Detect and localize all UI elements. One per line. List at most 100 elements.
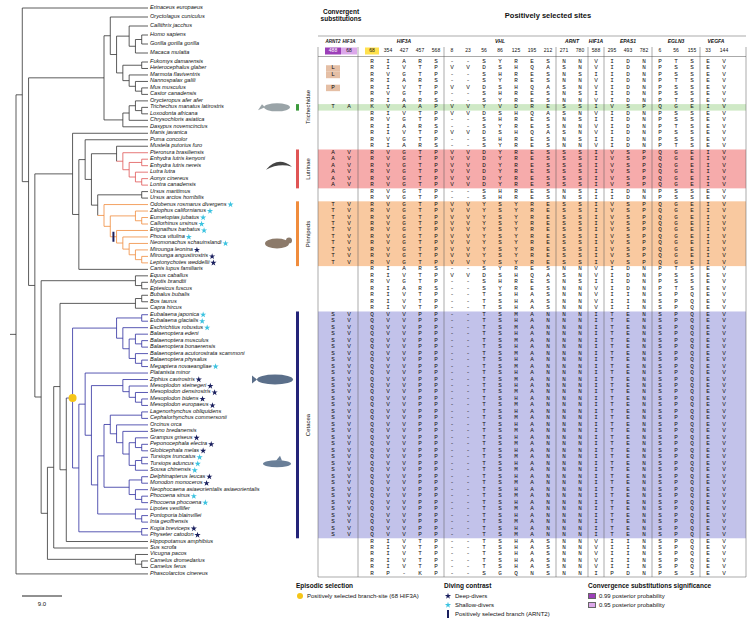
tree-branch [129, 243, 148, 244]
tree-branch [142, 191, 148, 192]
tree-branch [142, 256, 148, 257]
tree-branch [123, 348, 129, 349]
site-number: 68 [346, 48, 352, 53]
tree-branch [104, 36, 105, 120]
tree-branch [135, 299, 136, 309]
tree-branch [135, 220, 141, 221]
species-name: Loxodonta africana [150, 111, 198, 117]
tree-branch [91, 386, 92, 485]
species-name: Mesoplodon europaeus [150, 403, 208, 409]
diving-star [200, 311, 206, 317]
tree-branch [104, 204, 148, 205]
tree-branch [141, 444, 142, 450]
tree-branch [142, 165, 148, 166]
legend-text: 0.99 posterior probability [599, 593, 665, 599]
tree-branch [129, 162, 142, 163]
tree-branch [135, 39, 141, 40]
tree-branch [116, 36, 117, 73]
residue-row: R I V T P - - T S H A S N N V I I N S P … [370, 299, 726, 305]
tree-branch [135, 334, 136, 344]
residue-row: R V G T P V V Y S Y R E S S I V S P Q G … [370, 214, 726, 220]
tree-branch [142, 321, 148, 322]
species-name: Ursus maritimus [150, 189, 190, 195]
convergent-residue: S V [331, 499, 351, 505]
tree-branch [142, 463, 148, 464]
species-name: Mesoplodon bidens [150, 396, 199, 402]
tree-branch [104, 226, 110, 227]
residue-row: R V G T P V V Y S Y R E S S I V S P Q G … [370, 240, 726, 246]
header-cell [365, 48, 379, 55]
convergent-residue: S V [331, 448, 351, 454]
species-name: Tursiops truncatus [150, 454, 196, 460]
convergent-residue: S V [331, 312, 351, 318]
convergent-residue: T V [331, 247, 351, 253]
species-name: Eubalaena japonica [150, 312, 199, 318]
tree-branch [66, 541, 148, 542]
convergent-residue: S V [331, 318, 351, 324]
tree-branch [142, 185, 148, 186]
residue-row: R V G T P V V Y S Y R E S S I V S P Q G … [370, 247, 726, 253]
convergent-residue: S V [331, 350, 351, 356]
tree-branch [72, 133, 73, 214]
tree-branch [85, 373, 86, 435]
species-name: Neophocaena asiaeorientalis asiaeorienta… [150, 487, 259, 493]
legend-text: Deep-divers [455, 593, 487, 599]
species-name: Phascolarctos cinereus [150, 571, 208, 577]
residue-row: Q V V P P - - T S H A N N N I T E N S P … [370, 474, 726, 480]
species-name: Globicephala melas [150, 448, 199, 454]
species-name: Orcinus orca [150, 422, 182, 428]
clade-bar [296, 311, 299, 538]
tree-branch [122, 431, 123, 454]
tree-branch [142, 178, 148, 179]
site-number: 125 [512, 48, 520, 53]
tree-branch [98, 194, 142, 195]
species-name: Balaenoptera musculus [150, 338, 208, 344]
residue-row: Q V V P P - - T S H A N N N I T E N S P … [370, 357, 726, 363]
residue-row: R I V T P - - T S H A S N N V I I N S P … [370, 538, 726, 544]
site-number: 8 [451, 48, 454, 53]
species-name: Macaca mulatta [150, 50, 189, 56]
tree-branch [79, 159, 85, 160]
species-name: Leptonychotes weddellii [150, 260, 209, 266]
tree-branch [78, 160, 79, 270]
convergent-residue: A V [331, 169, 351, 175]
gene-name: HIF3A [342, 40, 355, 45]
tree-branch [141, 88, 142, 94]
tree-branch [110, 54, 116, 55]
tree-branch [22, 181, 28, 182]
tree-branch [135, 392, 136, 402]
tree-branch [141, 341, 142, 347]
tree-branch [141, 399, 142, 405]
convergent-residue: S V [331, 506, 351, 512]
diving-star [227, 201, 233, 207]
convergent-residue: S V [331, 519, 351, 525]
tree-branch [129, 120, 148, 121]
residue-row: R V G T P V V Y S Y R E S S I V S P Q G … [370, 201, 726, 207]
tree-branch [135, 81, 148, 82]
site-number: 354 [384, 48, 392, 53]
residue-row: R V G T P - - S H R E S N S I I D N P S … [370, 195, 726, 201]
residue-row: Q V V P P - - T S M A N N N I T E N S P … [370, 402, 726, 408]
tree-branch [142, 483, 148, 484]
tree-branch [110, 17, 148, 18]
selection-dot [69, 394, 77, 402]
manatee-icon [264, 103, 290, 111]
tree-branch [142, 44, 148, 45]
convergent-residue: S V [331, 357, 351, 363]
tree-branch [142, 224, 148, 225]
gene-name: EPAS1 [620, 39, 636, 44]
tree-branch [73, 214, 79, 215]
residue-row: Q V V P P - - T S H A N N N I T E N S P … [370, 318, 726, 324]
tree-branch [142, 476, 148, 477]
tree-branch [141, 315, 142, 321]
tree-branch [129, 26, 148, 27]
tree-branch [123, 113, 129, 114]
legend-dot [297, 593, 303, 599]
residue-row: Q V V P P - - T S M A N N N I T E N S P … [370, 376, 726, 382]
tree-branch [141, 516, 142, 522]
diving-star [191, 493, 197, 499]
species-name: Grampus griseus [150, 435, 193, 441]
convergent-residue: L [331, 65, 335, 71]
convergent-residue: T V [331, 227, 351, 233]
tree-branch [123, 80, 129, 81]
